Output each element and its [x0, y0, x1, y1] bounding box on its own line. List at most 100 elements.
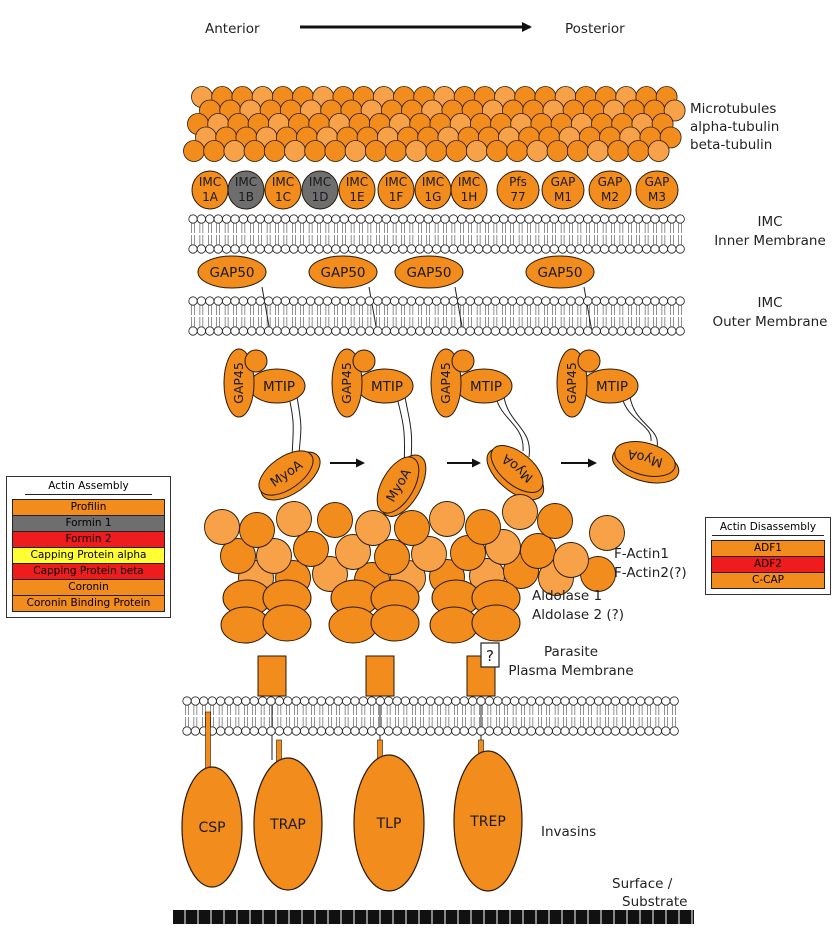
lipid-head: [525, 297, 533, 305]
lipid-head: [516, 297, 524, 305]
adhesin-tail-box: [258, 656, 286, 696]
imc-protein-7: IMC1G: [415, 171, 451, 209]
lipid-head: [500, 215, 508, 223]
lipid-head: [264, 215, 272, 223]
invasin-layer: CSPTRAPTLPTREP: [182, 712, 522, 891]
lipid-head: [586, 727, 594, 735]
lipid-head: [214, 297, 222, 305]
imc-protein-label-line1: IMC: [199, 175, 221, 189]
lipid-head: [561, 697, 569, 705]
lipid-head: [399, 215, 407, 223]
invasin-stalk: [277, 740, 282, 762]
aldolase-label-line2: Aldolase 2 (?): [532, 607, 624, 623]
lipid-head: [264, 245, 272, 253]
lipid-head: [340, 327, 348, 335]
microtubules-label-line3: beta-tubulin: [690, 137, 772, 153]
surface-substrate: [173, 910, 694, 924]
lipid-head: [575, 215, 583, 223]
lipid-head: [200, 697, 208, 705]
lipid-head: [365, 215, 373, 223]
lipid-head: [256, 297, 264, 305]
lipid-head: [267, 727, 275, 735]
lipid-head: [407, 245, 415, 253]
imc-protein-label-line1: IMC: [235, 175, 257, 189]
lipid-head: [558, 245, 566, 253]
lipid-head: [676, 327, 684, 335]
tubulin-subunit: [527, 141, 548, 162]
lipid-head: [519, 697, 527, 705]
lipid-head: [233, 727, 241, 735]
actin-assembly-legend-item: Formin 2: [13, 532, 164, 548]
lipid-head: [533, 327, 541, 335]
lipid-head: [508, 327, 516, 335]
lipid-head: [424, 327, 432, 335]
lipid-head: [592, 245, 600, 253]
gap50-label: GAP50: [209, 265, 254, 281]
lipid-head: [458, 297, 466, 305]
tubulin-subunit: [264, 141, 285, 162]
lipid-head: [558, 215, 566, 223]
substrate-bar: [173, 910, 694, 924]
gap50-label: GAP50: [406, 265, 451, 281]
lipid-head: [298, 327, 306, 335]
lipid-head: [483, 297, 491, 305]
tubulin-subunit: [204, 141, 225, 162]
lipid-head: [401, 697, 409, 705]
lipid-head: [586, 697, 594, 705]
lipid-head: [323, 245, 331, 253]
lipid-head: [592, 327, 600, 335]
lipid-head: [231, 245, 239, 253]
unknown-tag-label: ?: [486, 647, 494, 665]
lipid-head: [603, 727, 611, 735]
actin-monomer: [356, 511, 391, 546]
lipid-head: [290, 215, 298, 223]
lipid-head: [281, 215, 289, 223]
f-actin-label-line2: F-Actin2(?): [614, 565, 687, 581]
lipid-head: [242, 727, 250, 735]
lipid-head: [651, 297, 659, 305]
aldolase-subunit: [371, 605, 419, 641]
lipid-head: [424, 297, 432, 305]
lipid-head: [222, 297, 230, 305]
imc-inner-membrane: [189, 215, 685, 253]
imc-outer-label: IMC Outer Membrane: [713, 295, 828, 330]
lipid-head: [561, 727, 569, 735]
actin-assembly-legend-item: Formin 1: [13, 516, 164, 532]
lipid-head: [357, 327, 365, 335]
lipid-head: [584, 215, 592, 223]
lipid-head: [298, 297, 306, 305]
lipid-head: [399, 327, 407, 335]
imc-outer-label-line2: Outer Membrane: [713, 314, 828, 330]
lipid-head: [578, 727, 586, 735]
invasin-3: TLP: [354, 740, 424, 891]
lipid-head: [533, 215, 541, 223]
actin-monomer: [294, 532, 329, 567]
tubulin-subunit: [466, 141, 487, 162]
imc-inner-label-line1: IMC: [757, 214, 782, 230]
tubulin-subunit: [446, 141, 467, 162]
lipid-head: [466, 327, 474, 335]
lipid-head: [225, 727, 233, 735]
lipid-head: [452, 727, 460, 735]
actin-monomer: [277, 502, 312, 537]
lipid-head: [357, 215, 365, 223]
lipid-head: [552, 697, 560, 705]
lipid-head: [609, 297, 617, 305]
lipid-head: [458, 215, 466, 223]
invasin-label: TRAP: [269, 817, 306, 833]
lipid-head: [426, 727, 434, 735]
lipid-head: [634, 327, 642, 335]
invasin-label: TREP: [469, 814, 506, 830]
lipid-head: [474, 245, 482, 253]
lipid-head: [382, 215, 390, 223]
actin-disassembly-legend-item: ADF2: [712, 557, 824, 573]
lipid-head: [281, 327, 289, 335]
lipid-head: [189, 215, 197, 223]
imc-protein-label-line2: M3: [648, 190, 666, 204]
lipid-head: [248, 215, 256, 223]
imc-protein-label-line2: 1A: [202, 190, 219, 204]
lipid-head: [477, 697, 485, 705]
